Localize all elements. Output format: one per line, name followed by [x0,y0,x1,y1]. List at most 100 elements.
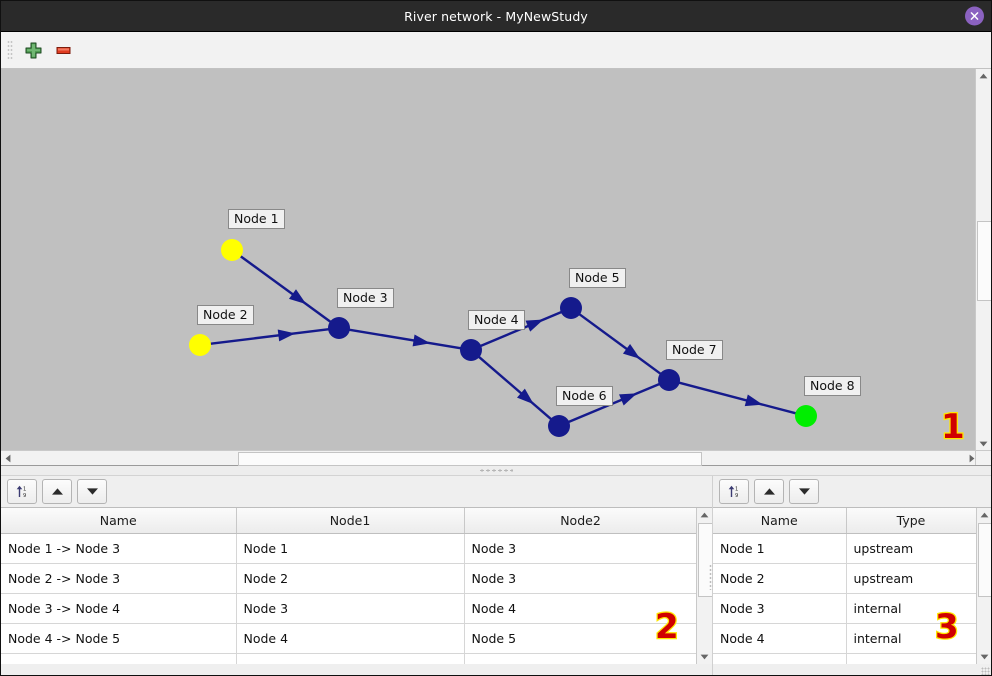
nodes-scroll-up-button[interactable] [977,508,991,522]
table-cell[interactable]: Node 4 -> Node 5 [1,623,237,654]
table-cell[interactable]: Node 2 [236,563,465,594]
toolbar-grip[interactable] [7,40,13,60]
graph-node-node-6[interactable] [548,415,570,437]
column-header-node2[interactable]: Node2 [464,508,696,534]
graph-node-node-8[interactable] [795,405,817,427]
move-node-down-button[interactable] [789,479,819,504]
graph-node-label[interactable]: Node 1 [228,209,285,229]
graph-node-label[interactable]: Node 4 [468,310,525,330]
scroll-up-button[interactable] [976,69,991,83]
graph-node-node-5[interactable] [560,297,582,319]
graph-node-label[interactable]: Node 6 [556,386,613,406]
nodes-table-vertical-scrollbar[interactable] [976,508,991,664]
links-vscroll-thumb[interactable] [698,523,712,597]
graph-edge[interactable] [678,381,797,415]
nodes-panel-grip[interactable] [709,564,714,590]
column-header-node1[interactable]: Node1 [236,508,465,534]
graph-edge[interactable] [209,328,330,345]
table-cell[interactable]: Node 5 [464,623,696,654]
sort-links-button[interactable]: 1 9 [7,479,37,504]
table-cell[interactable]: Node 3 [464,563,696,594]
graph-node-label[interactable]: Node 3 [337,288,394,308]
graph-edge[interactable] [567,382,661,424]
close-button[interactable] [965,6,984,26]
canvas-vscroll-thumb[interactable] [977,221,991,301]
sort-nodes-button[interactable]: 1 9 [719,479,749,504]
table-cell[interactable]: internal [846,623,976,654]
graph-node-node-7[interactable] [658,369,680,391]
canvas-hscroll-thumb[interactable] [238,452,702,466]
arrow-up-icon [51,488,63,495]
table-cell[interactable]: Node 4 [236,623,465,654]
column-header-name[interactable]: Name [713,508,847,534]
canvas-vertical-scrollbar[interactable] [975,69,991,451]
scroll-down-button[interactable] [976,437,991,451]
graph-node-node-2[interactable] [189,334,211,356]
graph-edge[interactable] [348,328,462,350]
table-cell[interactable]: Node 1 [713,533,847,564]
move-link-down-button[interactable] [77,479,107,504]
nodes-scroll-down-button[interactable] [977,650,991,664]
graph-node-label[interactable]: Node 5 [569,268,626,288]
table-cell[interactable]: Node 4 [713,623,847,654]
network-canvas[interactable]: Node 1 Node 2 Node 3 Node 4 Node 5 Node 6 Node… [1,69,964,451]
move-link-up-button[interactable] [42,479,72,504]
table-cell[interactable]: internal [846,593,976,624]
graph-edge[interactable] [239,254,332,324]
delete-node-button[interactable] [48,36,78,64]
graph-node-label[interactable]: Node 2 [197,305,254,325]
table-cell[interactable]: Node 3 [464,533,696,564]
river-network-graph [189,239,817,437]
table-cell[interactable]: Node 4 [464,593,696,624]
nodes-vscroll-thumb[interactable] [978,523,991,597]
graph-nodes [189,239,817,437]
graph-edge[interactable] [477,355,553,421]
links-scroll-up-button[interactable] [697,508,712,522]
graph-node-node-4[interactable] [460,339,482,361]
canvas-horizontal-scrollbar[interactable] [1,450,979,466]
chevron-down-icon [980,654,989,660]
table-cell[interactable]: Node 1 -> Node 3 [1,533,237,564]
add-node-button[interactable] [18,36,48,64]
table-cell[interactable]: Node 3 [713,593,847,624]
table-cell[interactable]: Node 1 [236,533,465,564]
graph-node-label[interactable]: Node 7 [666,340,723,360]
table-cell[interactable]: Node 2 [713,563,847,594]
edge-arrow-icon [619,393,638,406]
red-minus-icon [56,46,70,54]
window-title: River network - MyNewStudy [404,8,588,24]
scroll-left-button[interactable] [1,451,15,465]
table-cell-empty [846,653,976,664]
table-cell[interactable]: Node 2 -> Node 3 [1,563,237,594]
panel-splitter[interactable] [1,466,991,476]
column-header-name[interactable]: Name [1,508,237,534]
sort-arrow-icon: 1 9 [16,485,26,499]
resize-grip-icon[interactable] [981,667,990,675]
graph-node-node-3[interactable] [328,317,350,339]
nodes-toolbar: 1 9 [713,476,991,507]
svg-text:1: 1 [735,487,738,493]
links-scroll-down-button[interactable] [697,650,712,664]
links-table-vertical-scrollbar[interactable] [696,508,712,664]
table-cell[interactable]: Node 3 [236,593,465,624]
table-cell[interactable]: upstream [846,533,976,564]
column-header-type[interactable]: Type [846,508,976,534]
table-cell[interactable]: Node 3 -> Node 4 [1,593,237,624]
graph-node-label[interactable]: Node 8 [804,376,861,396]
move-node-up-button[interactable] [754,479,784,504]
table-cell[interactable]: upstream [846,563,976,594]
graph-edge[interactable] [578,312,662,376]
graph-node-node-1[interactable] [221,239,243,261]
